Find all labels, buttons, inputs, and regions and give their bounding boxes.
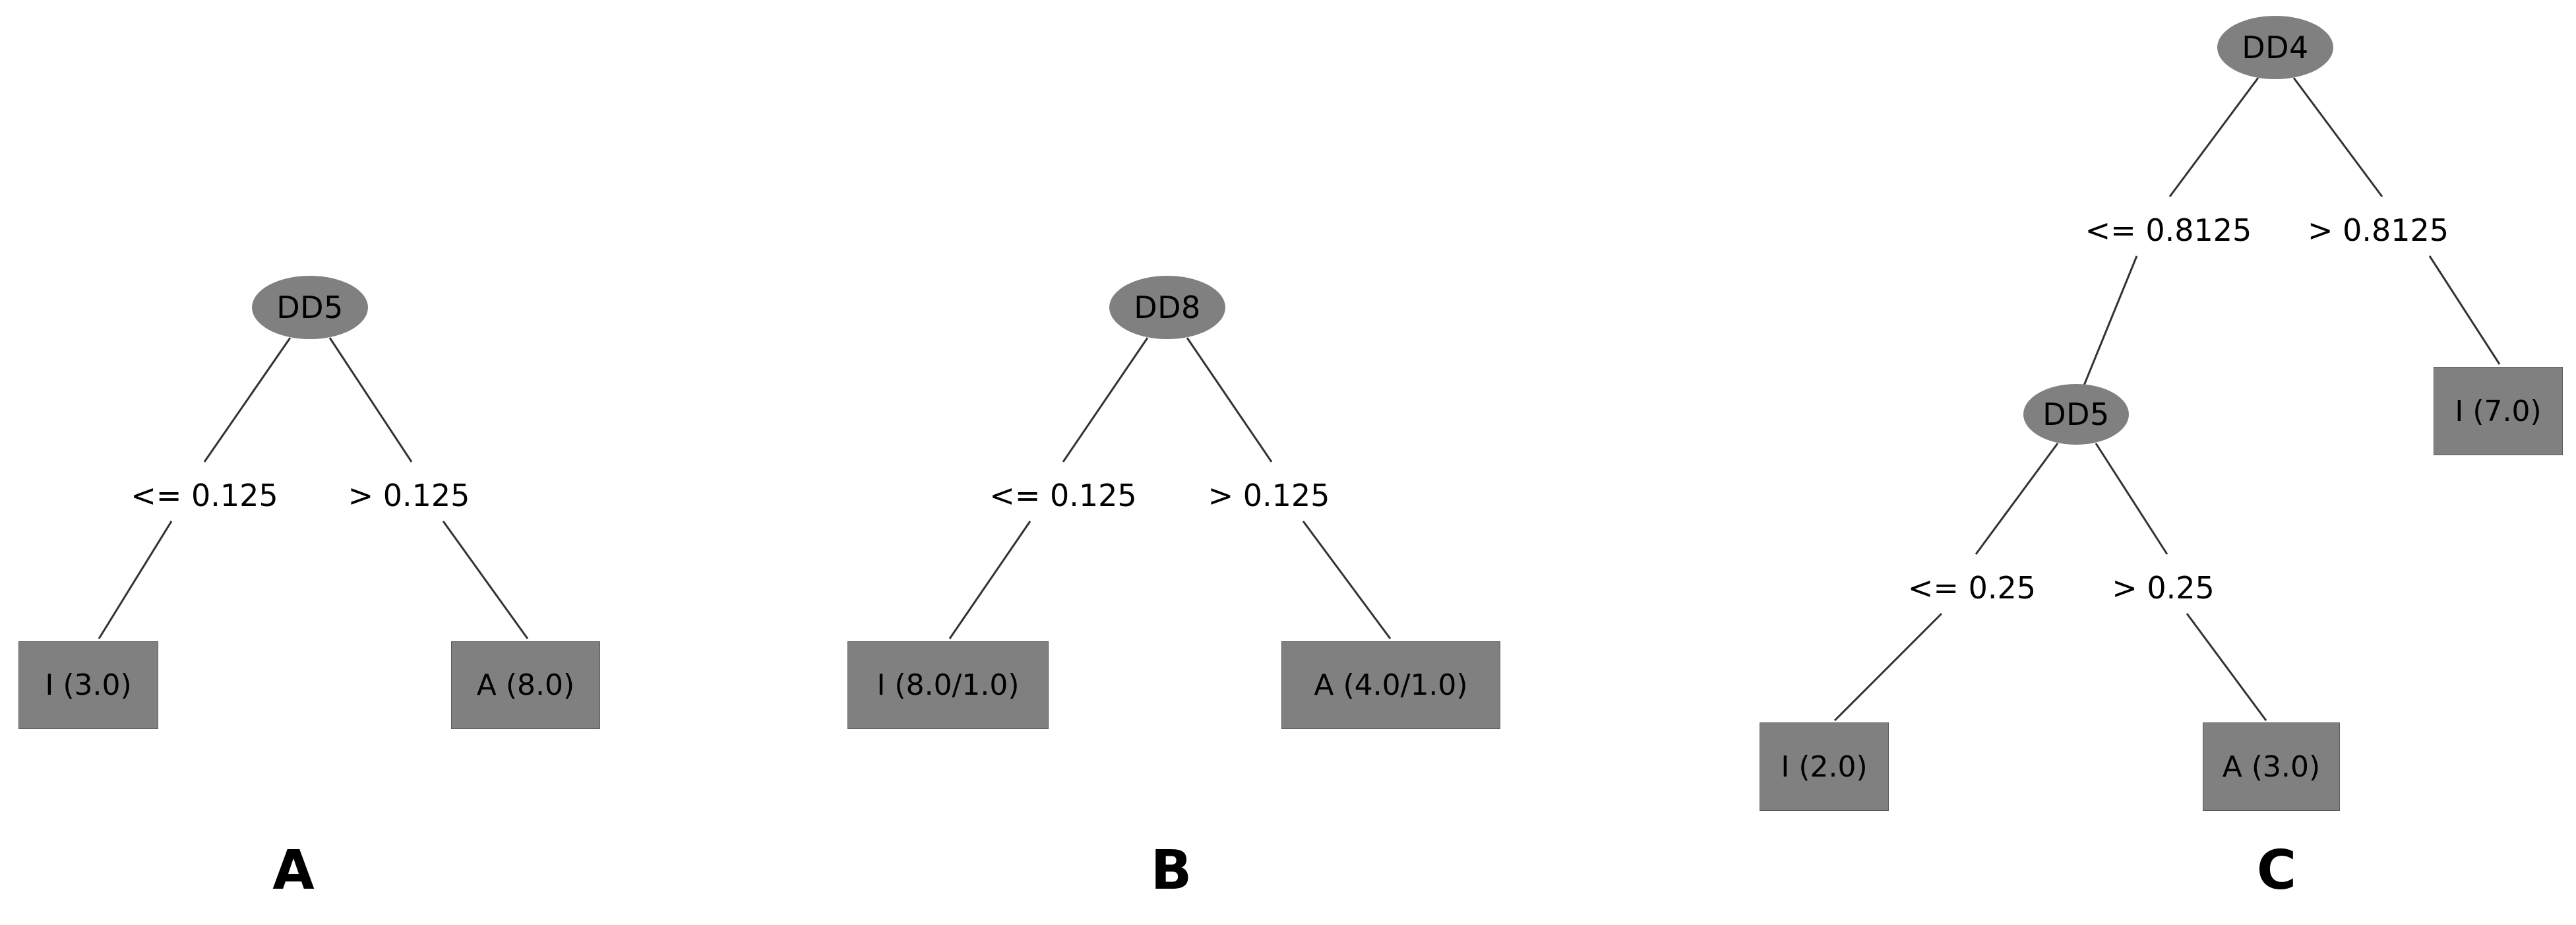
branch-condition-label: <= 0.125 <box>131 478 278 513</box>
leaf-node[interactable]: I (8.0/1.0) <box>847 641 1049 729</box>
leaf-node[interactable]: A (4.0/1.0) <box>1281 641 1500 729</box>
branch-condition-label: > 0.125 <box>1208 478 1330 513</box>
leaf-node[interactable]: A (3.0) <box>2203 722 2340 811</box>
node-label: DD8 <box>1134 290 1201 325</box>
leaf-node-label: I (7.0) <box>2455 394 2542 428</box>
branch-condition-label: <= 0.125 <box>989 478 1137 513</box>
branch-condition-label: > 0.8125 <box>2307 212 2449 248</box>
decision-node-inner[interactable]: DD5 <box>2023 384 2129 445</box>
tree-edge <box>2186 613 2267 721</box>
leaf-node-label: A (8.0) <box>476 668 575 702</box>
leaf-node-label: I (2.0) <box>1781 750 1868 784</box>
tree-edge <box>1975 443 2059 555</box>
leaf-node-label: I (3.0) <box>45 668 132 702</box>
panel-caption-a: A <box>272 839 315 902</box>
leaf-node[interactable]: I (2.0) <box>1760 722 1889 811</box>
tree-edge <box>2428 255 2501 365</box>
branch-condition-label: > 0.125 <box>348 478 470 513</box>
decision-node-root[interactable]: DD8 <box>1109 276 1225 339</box>
panel-caption-b: B <box>1150 839 1192 902</box>
branch-condition-label: <= 0.8125 <box>2085 212 2252 248</box>
decision-node-root[interactable]: DD5 <box>252 276 368 339</box>
tree-edge <box>2168 77 2259 197</box>
node-label: DD5 <box>2042 397 2110 432</box>
tree-edge <box>2095 443 2168 555</box>
leaf-node-label: I (8.0/1.0) <box>876 668 1020 702</box>
leaf-node-label: A (4.0/1.0) <box>1314 668 1468 702</box>
tree-edge <box>2083 255 2138 386</box>
leaf-node[interactable]: I (7.0) <box>2434 367 2563 455</box>
decision-node-root[interactable]: DD4 <box>2217 16 2333 79</box>
branch-condition-label: <= 0.25 <box>1907 570 2037 606</box>
node-label: DD4 <box>2242 30 2309 65</box>
branch-condition-label: > 0.25 <box>2112 570 2215 606</box>
tree-edge <box>2292 77 2383 197</box>
leaf-node[interactable]: A (8.0) <box>451 641 600 729</box>
node-label: DD5 <box>276 290 344 325</box>
leaf-node-label: A (3.0) <box>2222 750 2321 784</box>
leaf-node[interactable]: I (3.0) <box>18 641 158 729</box>
panel-caption-c: C <box>2256 839 2297 902</box>
tree-edge <box>1833 612 1943 722</box>
